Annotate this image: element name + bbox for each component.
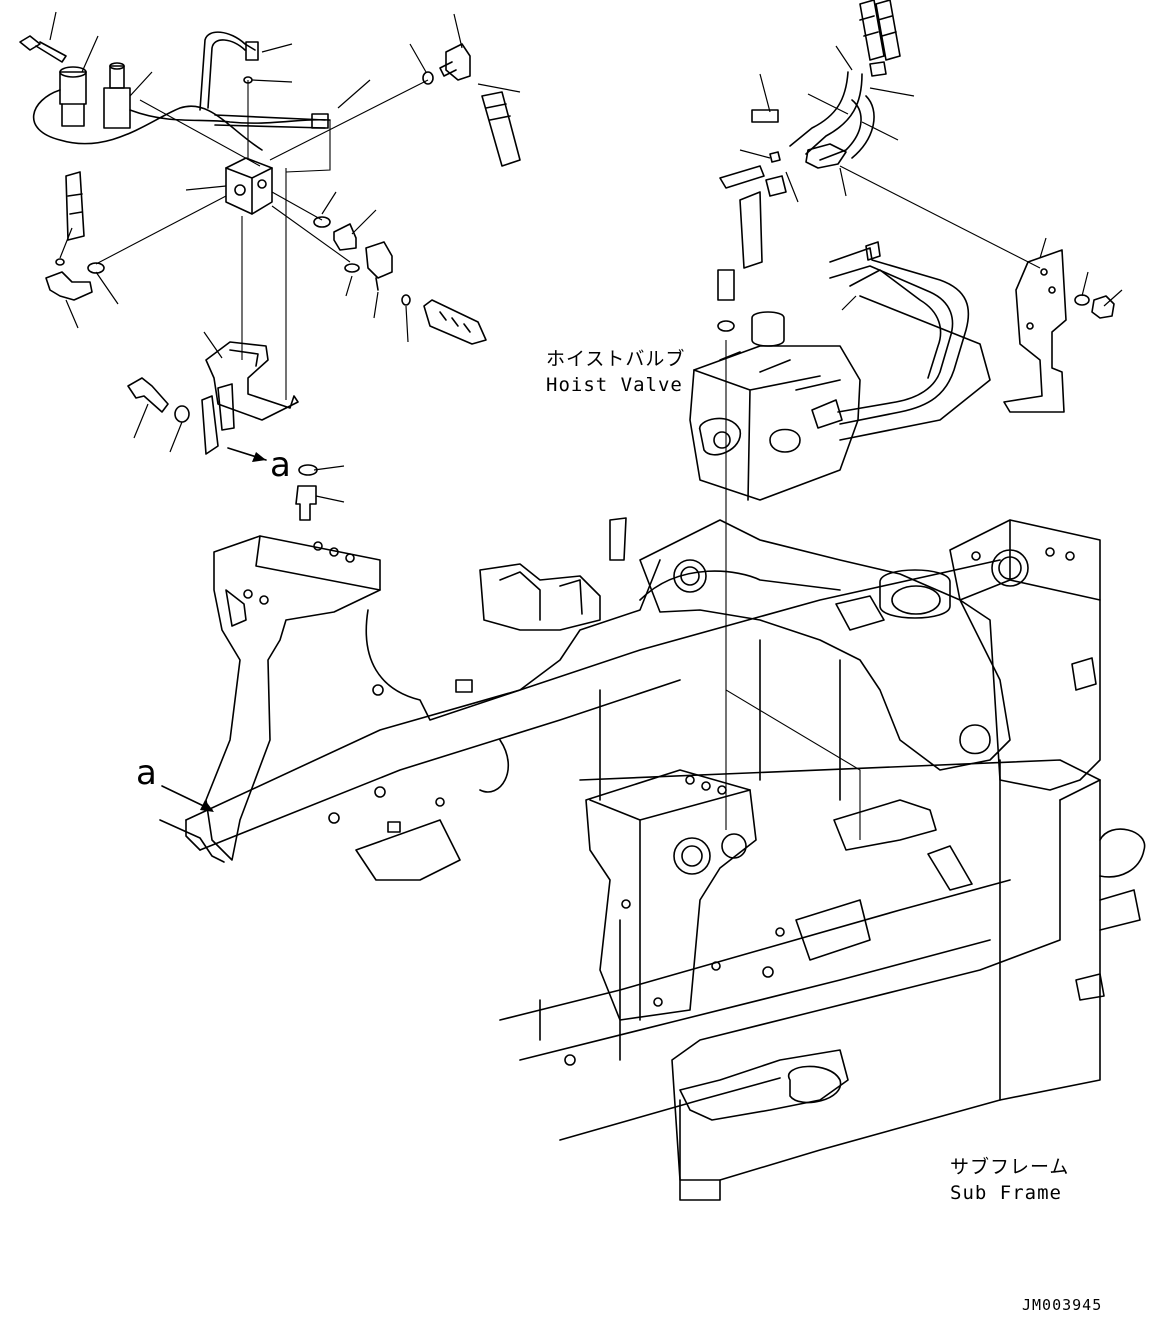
reference-mark-upper: a: [270, 445, 291, 485]
elbow-fitting-part: [439, 43, 471, 81]
reference-mark-lower: a: [136, 753, 157, 793]
solenoid-part: [103, 62, 131, 129]
hoist-valve: [689, 241, 991, 501]
hose-assembly: [719, 0, 1123, 413]
bracket-part: [201, 341, 299, 455]
hoist-valve-label-jp: ホイストバルブ: [546, 348, 686, 370]
reference-arrow-lower: [161, 785, 214, 812]
solenoid-valve-assembly: [19, 11, 857, 521]
sub-frame-label-jp: サブフレーム: [950, 1156, 1070, 1178]
bolt-part: [19, 35, 67, 63]
drawing-code: JM003945: [1022, 1296, 1103, 1314]
reference-arrow-upper: [227, 447, 267, 462]
solenoid-part: [59, 66, 87, 127]
valve-block-part: [225, 157, 273, 215]
sub-frame: [159, 340, 1146, 1201]
mounting-bracket-part: [1003, 249, 1115, 413]
hoist-valve-label-en: Hoist Valve: [546, 374, 683, 396]
sub-frame-label-en: Sub Frame: [950, 1182, 1062, 1204]
